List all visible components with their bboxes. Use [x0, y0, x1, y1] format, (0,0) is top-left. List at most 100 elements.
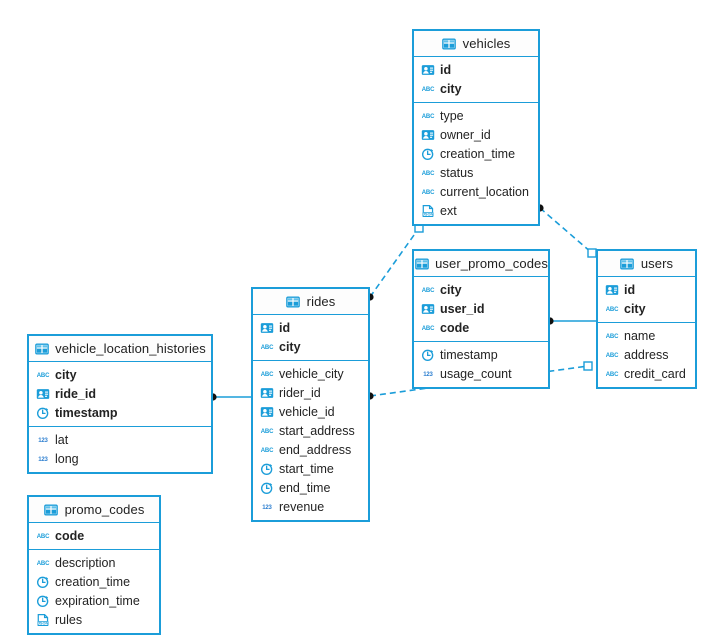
column-row[interactable]: name — [598, 326, 695, 345]
clock-icon — [260, 481, 274, 495]
table-grid-icon — [620, 256, 635, 271]
column-name: id — [624, 282, 636, 297]
column-row[interactable]: vehicle_id — [253, 402, 368, 421]
column-row[interactable]: city — [414, 280, 548, 299]
abc-icon — [605, 367, 619, 381]
column-row[interactable]: address — [598, 345, 695, 364]
table-grid-icon — [442, 36, 457, 51]
column-row[interactable]: usage_count — [414, 364, 548, 383]
column-name: city — [440, 282, 462, 297]
column-name: city — [440, 81, 462, 96]
column-row[interactable]: vehicle_city — [253, 364, 368, 383]
column-row[interactable]: id — [598, 280, 695, 299]
column-row[interactable]: long — [29, 449, 211, 468]
abc-icon — [260, 443, 274, 457]
id-badge-icon — [36, 387, 50, 401]
column-row[interactable]: city — [253, 337, 368, 356]
column-row[interactable]: owner_id — [414, 125, 538, 144]
relationship-user-promo-codes-to-users[interactable] — [546, 317, 596, 325]
column-row[interactable]: rider_id — [253, 383, 368, 402]
column-row[interactable]: type — [414, 106, 538, 125]
123-icon — [36, 433, 50, 447]
table-header-vehicle_location_histories[interactable]: vehicle_location_histories — [29, 336, 211, 362]
id-badge-icon — [605, 283, 619, 297]
column-name: end_address — [279, 442, 352, 457]
column-row[interactable]: city — [414, 79, 538, 98]
table-header-promo_codes[interactable]: promo_codes — [29, 497, 159, 523]
column-row[interactable]: code — [414, 318, 548, 337]
id-badge-icon — [260, 386, 274, 400]
column-row[interactable]: credit_card — [598, 364, 695, 383]
table-name: vehicle_location_histories — [55, 341, 206, 356]
column-name: creation_time — [55, 574, 131, 589]
column-row[interactable]: lat — [29, 430, 211, 449]
abc-icon — [421, 82, 435, 96]
column-name: start_time — [279, 461, 334, 476]
column-name: name — [624, 328, 656, 343]
table-header-vehicles[interactable]: vehicles — [414, 31, 538, 57]
column-row[interactable]: city — [29, 365, 211, 384]
column-row[interactable]: rules — [29, 610, 159, 629]
column-row[interactable]: end_time — [253, 478, 368, 497]
column-row[interactable]: current_location — [414, 182, 538, 201]
column-row[interactable]: end_address — [253, 440, 368, 459]
column-name: city — [55, 367, 77, 382]
table-name: rides — [306, 294, 336, 309]
column-name: ride_id — [55, 386, 96, 401]
column-name: address — [624, 347, 669, 362]
column-row[interactable]: revenue — [253, 497, 368, 516]
id-badge-icon — [260, 321, 274, 335]
clock-icon — [36, 406, 50, 420]
column-row[interactable]: timestamp — [29, 403, 211, 422]
column-row[interactable]: ext — [414, 201, 538, 220]
column-row[interactable]: timestamp — [414, 345, 548, 364]
abc-icon — [421, 185, 435, 199]
column-row[interactable]: status — [414, 163, 538, 182]
column-row[interactable]: creation_time — [414, 144, 538, 163]
column-row[interactable]: id — [253, 318, 368, 337]
column-name: end_time — [279, 480, 331, 495]
column-name: timestamp — [55, 405, 118, 420]
column-row[interactable]: creation_time — [29, 572, 159, 591]
table-name: users — [640, 256, 674, 271]
clock-icon — [421, 147, 435, 161]
column-row[interactable]: user_id — [414, 299, 548, 318]
column-row[interactable]: id — [414, 60, 538, 79]
relationship-target-square — [587, 248, 597, 258]
column-row[interactable]: code — [29, 526, 159, 545]
123-icon — [421, 367, 435, 381]
id-badge-icon — [260, 405, 274, 419]
column-row[interactable]: start_address — [253, 421, 368, 440]
table-header-users[interactable]: users — [598, 251, 695, 277]
json-file-icon — [421, 204, 435, 218]
column-name: usage_count — [440, 366, 512, 381]
columns-section: name address credit_card — [598, 323, 695, 387]
primary-key-section: city ride_id timestamp — [29, 362, 211, 427]
column-row[interactable]: ride_id — [29, 384, 211, 403]
id-badge-icon — [421, 128, 435, 142]
relationship-vehicle-location-histories-to-rides[interactable] — [209, 393, 251, 401]
table-header-user_promo_codes[interactable]: user_promo_codes — [414, 251, 548, 277]
primary-key-section: code — [29, 523, 159, 550]
columns-section: timestamp usage_count — [414, 342, 548, 387]
column-name: vehicle_id — [279, 404, 335, 419]
column-row[interactable]: description — [29, 553, 159, 572]
column-name: credit_card — [624, 366, 686, 381]
abc-icon — [36, 368, 50, 382]
column-row[interactable]: start_time — [253, 459, 368, 478]
column-row[interactable]: city — [598, 299, 695, 318]
column-row[interactable]: expiration_time — [29, 591, 159, 610]
table-header-rides[interactable]: rides — [253, 289, 368, 315]
column-name: creation_time — [440, 146, 516, 161]
column-name: ext — [440, 203, 457, 218]
